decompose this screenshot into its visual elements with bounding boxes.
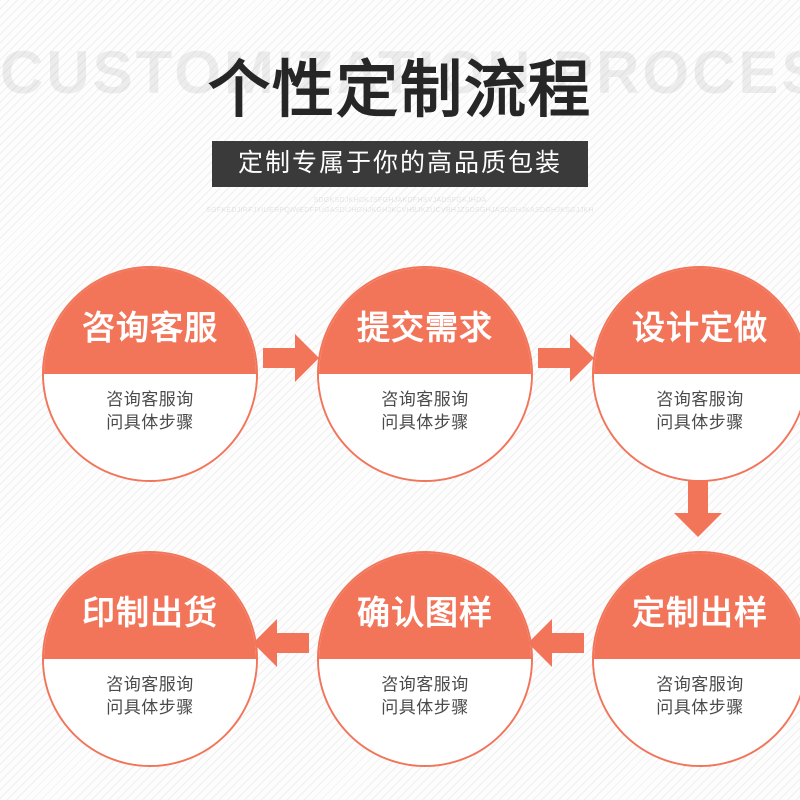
flow-node-body: 咨询客服询 问具体步骤 <box>44 374 256 480</box>
flow-node-desc-line-1: 咨询客服询 <box>656 390 744 409</box>
page-title: 个性定制流程 <box>207 56 592 125</box>
flow-node-title: 设计定做 <box>632 309 768 346</box>
flow-node-title: 确认图样 <box>357 594 493 631</box>
flow-node-step-6[interactable]: 印制出货 咨询客服询 问具体步骤 <box>42 551 258 767</box>
flow-node-body: 咨询客服询 问具体步骤 <box>594 659 800 765</box>
flow-node-step-2[interactable]: 提交需求 咨询客服询 问具体步骤 <box>317 266 533 482</box>
filler-line-2: SGFKEDJIRFJYIUERPQIWEDFFUGASDIJHGHJKGHJK… <box>206 207 594 214</box>
flow-node-step-1[interactable]: 咨询客服 咨询客服询 问具体步骤 <box>42 266 258 482</box>
flow-node-header: 设计定做 <box>594 268 800 374</box>
flow-node-desc-line-2: 问具体步骤 <box>381 413 469 432</box>
flow-node-desc-line-2: 问具体步骤 <box>106 413 194 432</box>
flow-node-header: 印制出货 <box>44 553 256 659</box>
watermark-text: CUSTOMIZATION PROCESS <box>0 39 800 106</box>
flow-node-header: 确认图样 <box>319 553 531 659</box>
decorative-filler-text: SDGKSDJKHDKJSFGHJAKDFHSVJADSFGKJHDA SGFK… <box>0 196 800 216</box>
flow-node-step-4[interactable]: 定制出样 咨询客服询 问具体步骤 <box>592 551 800 767</box>
flow-node-desc-line-1: 咨询客服询 <box>106 390 194 409</box>
filler-line-1: SDGKSDJKHDKJSFGHJAKDFHSVJADSFGKJHDA <box>313 197 487 204</box>
flow-node-header: 咨询客服 <box>44 268 256 374</box>
arrow-left-icon <box>528 617 584 669</box>
flow-node-header: 提交需求 <box>319 268 531 374</box>
header-section: CUSTOMIZATION PROCESS 个性定制流程 定制专属于你的高品质包… <box>0 0 800 235</box>
flow-node-header: 定制出样 <box>594 553 800 659</box>
flow-node-desc-line-2: 问具体步骤 <box>106 698 194 717</box>
subtitle-banner: 定制专属于你的高品质包装 <box>211 141 589 187</box>
flow-node-step-3[interactable]: 设计定做 咨询客服询 问具体步骤 <box>592 266 800 482</box>
arrow-down-icon <box>672 481 724 537</box>
flow-node-body: 咨询客服询 问具体步骤 <box>319 374 531 480</box>
arrow-right-icon <box>538 332 594 384</box>
flow-node-desc-line-2: 问具体步骤 <box>656 413 744 432</box>
flow-node-desc-line-1: 咨询客服询 <box>381 675 469 694</box>
flow-node-body: 咨询客服询 问具体步骤 <box>594 374 800 480</box>
process-flow-diagram: 咨询客服 咨询客服询 问具体步骤 提交需求 咨询客服询 问具体步骤 设计定做 咨… <box>0 235 800 800</box>
flow-node-body: 咨询客服询 问具体步骤 <box>44 659 256 765</box>
flow-node-title: 咨询客服 <box>82 309 218 346</box>
arrow-right-icon <box>263 332 319 384</box>
arrow-left-icon <box>253 617 309 669</box>
flow-node-desc-line-1: 咨询客服询 <box>656 675 744 694</box>
flow-node-desc-line-1: 咨询客服询 <box>106 675 194 694</box>
flow-node-step-5[interactable]: 确认图样 咨询客服询 问具体步骤 <box>317 551 533 767</box>
flow-node-desc-line-2: 问具体步骤 <box>656 698 744 717</box>
flow-node-title: 印制出货 <box>82 594 218 631</box>
flow-node-desc-line-1: 咨询客服询 <box>381 390 469 409</box>
flow-node-title: 提交需求 <box>357 309 493 346</box>
flow-node-desc-line-2: 问具体步骤 <box>381 698 469 717</box>
flow-node-title: 定制出样 <box>632 594 768 631</box>
flow-node-body: 咨询客服询 问具体步骤 <box>319 659 531 765</box>
